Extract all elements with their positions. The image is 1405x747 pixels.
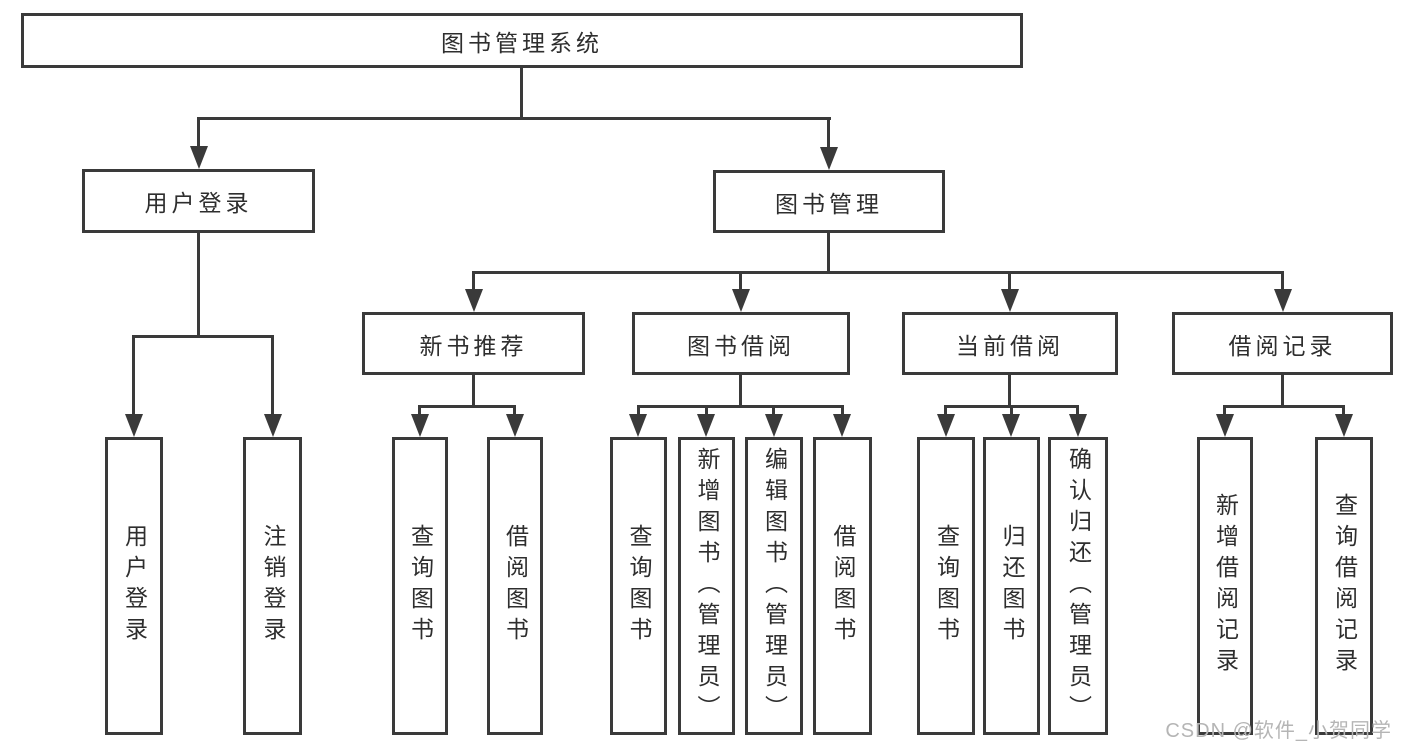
leaf-user-login-label: 用户登录 bbox=[121, 524, 148, 648]
arrow-down-icon bbox=[190, 146, 208, 169]
arrow-down-icon bbox=[1001, 289, 1019, 312]
connector-line bbox=[520, 68, 523, 120]
connector-line bbox=[827, 233, 830, 274]
node-current-borrow: 当前借阅 bbox=[902, 312, 1118, 375]
connector-line bbox=[841, 405, 844, 417]
leaf-borrow-books-recommend-label: 借阅图书 bbox=[502, 524, 529, 648]
leaf-borrow-books-2-label: 借阅图书 bbox=[830, 524, 856, 648]
connector-line bbox=[418, 405, 516, 408]
connector-line bbox=[197, 117, 831, 120]
arrow-down-icon bbox=[1335, 414, 1353, 437]
connector-line bbox=[1076, 405, 1079, 417]
connector-line bbox=[739, 271, 742, 292]
arrow-down-icon bbox=[1069, 414, 1087, 437]
connector-line bbox=[418, 405, 421, 417]
node-user-login-label: 用户登录 bbox=[144, 190, 253, 216]
connector-line bbox=[739, 375, 742, 408]
node-root-label: 图书管理系统 bbox=[441, 29, 603, 56]
node-book-management: 图书管理 bbox=[713, 170, 945, 233]
connector-line bbox=[637, 405, 640, 417]
connector-line bbox=[1281, 271, 1284, 292]
node-book-borrow-label: 图书借阅 bbox=[687, 332, 795, 359]
arrow-down-icon bbox=[1216, 414, 1234, 437]
connector-line bbox=[472, 375, 475, 408]
leaf-add-borrow-record: 新增借阅记录 bbox=[1197, 437, 1253, 735]
node-borrow-records-label: 借阅记录 bbox=[1228, 332, 1337, 359]
connector-line bbox=[1223, 405, 1226, 417]
arrow-down-icon bbox=[1002, 414, 1020, 437]
connector-line bbox=[637, 405, 844, 408]
connector-line bbox=[197, 233, 200, 337]
node-book-management-label: 图书管理 bbox=[775, 190, 883, 217]
leaf-add-borrow-record-label: 新增借阅记录 bbox=[1212, 493, 1239, 679]
arrow-down-icon bbox=[732, 289, 750, 312]
node-root: 图书管理系统 bbox=[21, 13, 1023, 68]
leaf-confirm-return-admin-label: 确认归还（管理员） bbox=[1065, 446, 1092, 726]
connector-line bbox=[1008, 375, 1011, 408]
leaf-query-books-recommend: 查询图书 bbox=[392, 437, 448, 735]
connector-line bbox=[772, 405, 775, 417]
leaf-edit-book-admin-label: 编辑图书（管理员） bbox=[761, 446, 788, 726]
watermark: CSDN @软件_小贺同学 bbox=[1165, 720, 1392, 742]
connector-line bbox=[1010, 405, 1013, 417]
connector-line bbox=[132, 335, 274, 338]
node-borrow-records: 借阅记录 bbox=[1172, 312, 1393, 375]
node-new-book-recommend: 新书推荐 bbox=[362, 312, 585, 375]
arrow-down-icon bbox=[125, 414, 143, 437]
connector-line bbox=[1342, 405, 1345, 417]
connector-line bbox=[1223, 405, 1345, 408]
leaf-add-book-admin: 新增图书（管理员） bbox=[678, 437, 735, 735]
arrow-down-icon bbox=[411, 414, 429, 437]
leaf-logout-label: 注销登录 bbox=[260, 524, 286, 648]
arrow-down-icon bbox=[833, 414, 851, 437]
arrow-down-icon bbox=[465, 289, 483, 312]
leaf-edit-book-admin: 编辑图书（管理员） bbox=[745, 437, 803, 735]
node-new-book-recommend-label: 新书推荐 bbox=[419, 332, 528, 359]
node-book-borrow: 图书借阅 bbox=[632, 312, 850, 375]
arrow-down-icon bbox=[937, 414, 955, 437]
leaf-query-books-current-label: 查询图书 bbox=[933, 524, 960, 648]
leaf-user-login: 用户登录 bbox=[105, 437, 163, 735]
arrow-down-icon bbox=[506, 414, 524, 437]
leaf-return-book-label: 归还图书 bbox=[999, 524, 1025, 648]
connector-line bbox=[472, 271, 475, 292]
arrow-down-icon bbox=[765, 414, 783, 437]
leaf-return-book: 归还图书 bbox=[983, 437, 1040, 735]
leaf-confirm-return-admin: 确认归还（管理员） bbox=[1048, 437, 1108, 735]
connector-line bbox=[827, 117, 830, 150]
leaf-logout: 注销登录 bbox=[243, 437, 302, 735]
connector-line bbox=[705, 405, 708, 417]
leaf-query-books-borrow-label: 查询图书 bbox=[626, 524, 652, 648]
arrow-down-icon bbox=[1274, 289, 1292, 312]
node-current-borrow-label: 当前借阅 bbox=[956, 332, 1064, 359]
node-user-login: 用户登录 bbox=[82, 169, 315, 233]
arrow-down-icon bbox=[820, 147, 838, 170]
arrow-down-icon bbox=[629, 414, 647, 437]
connector-line bbox=[1281, 375, 1284, 408]
connector-line bbox=[132, 335, 135, 417]
leaf-query-books-borrow: 查询图书 bbox=[610, 437, 667, 735]
connector-line bbox=[513, 405, 516, 417]
leaf-borrow-books-2: 借阅图书 bbox=[813, 437, 872, 735]
connector-line bbox=[472, 271, 1284, 274]
leaf-query-books-recommend-label: 查询图书 bbox=[407, 524, 434, 648]
connector-line bbox=[1008, 271, 1011, 292]
arrow-down-icon bbox=[697, 414, 715, 437]
leaf-query-borrow-record: 查询借阅记录 bbox=[1315, 437, 1373, 735]
leaf-query-borrow-record-label: 查询借阅记录 bbox=[1331, 493, 1358, 679]
leaf-query-books-current: 查询图书 bbox=[917, 437, 975, 735]
connector-line bbox=[271, 335, 274, 417]
connector-line bbox=[197, 117, 200, 149]
connector-line bbox=[944, 405, 947, 417]
arrow-down-icon bbox=[264, 414, 282, 437]
leaf-borrow-books-recommend: 借阅图书 bbox=[487, 437, 543, 735]
leaf-add-book-admin-label: 新增图书（管理员） bbox=[694, 446, 720, 726]
